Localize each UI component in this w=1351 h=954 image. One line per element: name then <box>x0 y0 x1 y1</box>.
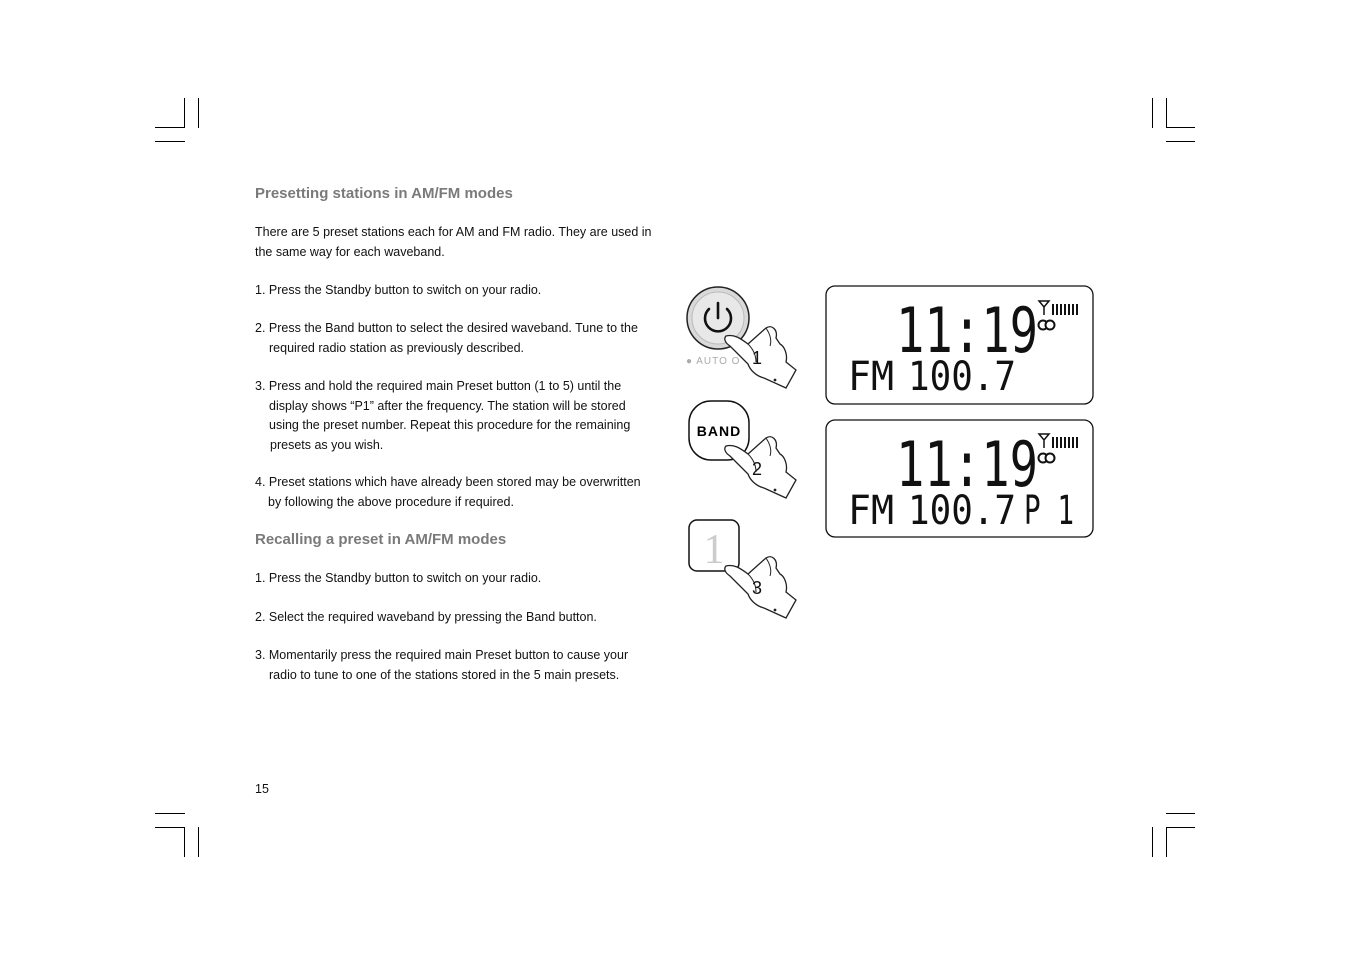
auto-label: ● AUTO O <box>686 356 740 367</box>
callout-number: 3 <box>752 578 762 598</box>
intro-line: There are 5 preset stations each for AM … <box>255 225 652 239</box>
crop-mark <box>1166 813 1195 814</box>
crop-mark <box>1152 827 1153 857</box>
stereo-icon <box>1037 319 1056 331</box>
step-line: 3. Press and hold the required main Pres… <box>255 379 622 393</box>
power-icon <box>703 301 733 333</box>
callout-number: 1 <box>752 348 762 368</box>
page-number: 15 <box>255 782 269 796</box>
crop-mark <box>184 98 185 128</box>
crop-mark <box>184 827 185 857</box>
preset-1-button: 1 <box>688 519 740 573</box>
lcd-display-1: 11:19 FM 100.7 <box>825 285 1094 405</box>
crop-mark <box>1166 827 1195 828</box>
step-line: required radio station as previously des… <box>269 340 524 355</box>
crop-mark <box>155 827 185 828</box>
recall-step-2: 2. Select the required waveband by press… <box>255 610 597 624</box>
recall-step-1: 1. Press the Standby button to switch on… <box>255 571 542 585</box>
step-line: presets as you wish. <box>270 437 384 452</box>
preset-button-label: 1 <box>704 527 725 573</box>
lcd-frequency: 100.7 <box>908 488 1016 534</box>
step-line: by following the above procedure if requ… <box>268 494 514 509</box>
crop-mark <box>155 127 185 128</box>
signal-strength-icon <box>1037 300 1078 315</box>
lcd-display-2: 11:19 FM 100.7 P 1 <box>825 419 1094 538</box>
standby-button <box>686 286 750 350</box>
lcd-time: 11:19 <box>896 294 1038 367</box>
lcd-preset: P 1 <box>1024 488 1074 534</box>
lcd-time: 11:19 <box>896 428 1038 501</box>
crop-mark <box>198 827 199 857</box>
intro-paragraph: There are 5 preset stations each for AM … <box>255 223 652 262</box>
crop-mark <box>1166 127 1195 128</box>
crop-mark <box>1166 827 1167 857</box>
crop-mark <box>155 141 185 142</box>
preset-step-1: 1. Press the Standby button to switch on… <box>255 283 542 297</box>
preset-step-3: 3. Press and hold the required main Pres… <box>255 377 630 455</box>
step-line: radio to tune to one of the stations sto… <box>269 667 620 682</box>
step-line: display shows “P1” after the frequency. … <box>269 398 626 413</box>
lcd-mode: FM <box>848 354 894 400</box>
section-heading-recalling: Recalling a preset in AM/FM modes <box>255 531 507 548</box>
crop-mark <box>1166 141 1195 142</box>
preset-step-2: 2. Press the Band button to select the d… <box>255 319 638 358</box>
section-heading-presetting: Presetting stations in AM/FM modes <box>255 185 513 202</box>
crop-mark <box>1152 98 1153 128</box>
step-line: 2. Press the Band button to select the d… <box>255 321 638 335</box>
crop-mark <box>155 813 185 814</box>
band-button-label: BAND <box>697 423 741 439</box>
crop-mark <box>1166 98 1167 128</box>
callout-number: 2 <box>752 459 762 479</box>
lcd-frequency: 100.7 <box>908 354 1016 400</box>
stereo-icon <box>1037 452 1056 464</box>
preset-step-4: 4. Preset stations which have already be… <box>255 473 641 512</box>
intro-line: the same way for each waveband. <box>255 244 445 259</box>
signal-strength-icon <box>1037 433 1078 448</box>
step-line: using the preset number. Repeat this pro… <box>269 418 631 432</box>
crop-mark <box>198 98 199 128</box>
band-button: BAND <box>688 400 750 461</box>
step-line: 3. Momentarily press the required main P… <box>255 648 629 662</box>
lcd-mode: FM <box>848 488 894 534</box>
step-line: 4. Preset stations which have already be… <box>255 475 641 489</box>
recall-step-3: 3. Momentarily press the required main P… <box>255 646 628 685</box>
